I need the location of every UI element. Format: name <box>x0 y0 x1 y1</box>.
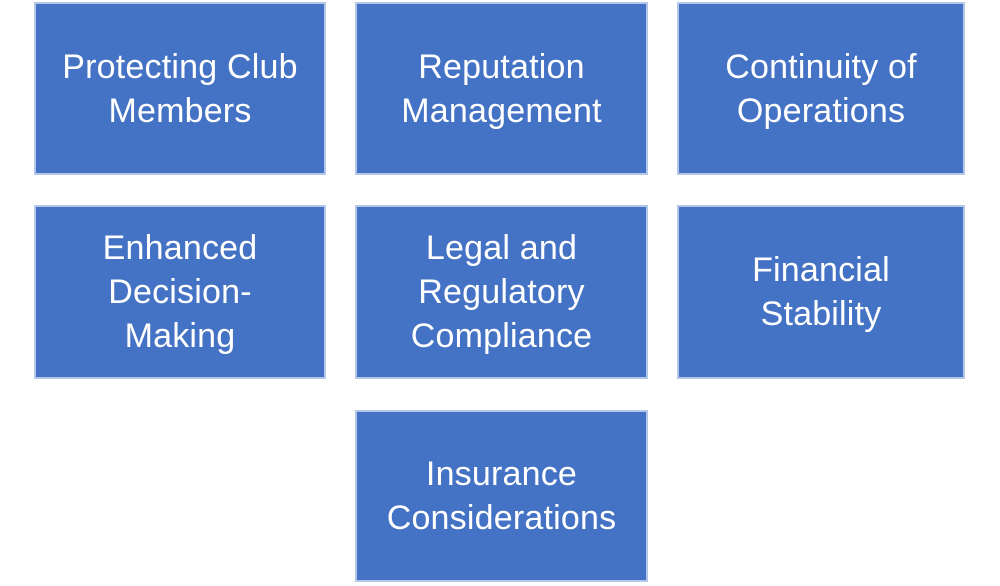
box-label: Legal and Regulatory Compliance <box>410 229 593 355</box>
box-label: Insurance Considerations <box>386 455 617 537</box>
box-label: Enhanced Decision- Making <box>102 229 258 355</box>
box-continuity-of-operations: Continuity of Operations <box>677 2 965 175</box>
box-label: Protecting Club Members <box>62 47 298 130</box>
box-label: Financial Stability <box>752 251 890 333</box>
box-insurance-considerations: Insurance Considerations <box>355 410 648 582</box>
box-enhanced-decision-making: Enhanced Decision- Making <box>34 205 326 379</box>
box-legal-and-regulatory-compliance: Legal and Regulatory Compliance <box>355 205 648 379</box>
box-label: Continuity of Operations <box>725 47 917 130</box>
box-label: Reputation Management <box>401 47 602 130</box>
box-reputation-management: Reputation Management <box>355 2 648 175</box>
box-protecting-club-members: Protecting Club Members <box>34 2 326 175</box>
box-financial-stability: Financial Stability <box>677 205 965 379</box>
